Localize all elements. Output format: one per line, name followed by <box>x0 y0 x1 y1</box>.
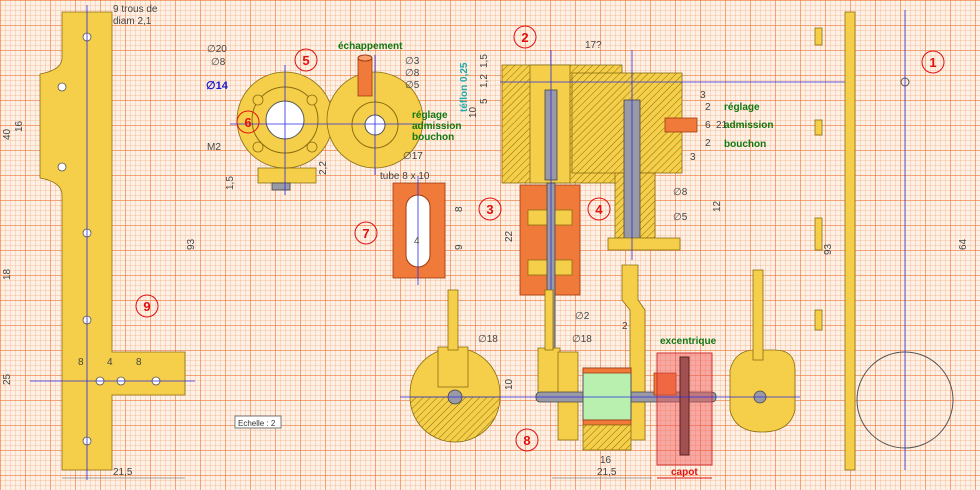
part-number: 8 <box>523 433 530 448</box>
dim: 25 <box>2 373 13 385</box>
dim: 2,2 <box>318 161 329 175</box>
dim: 8 <box>454 206 465 212</box>
note-cover: capot <box>671 467 698 478</box>
note-plug: bouchon <box>724 139 766 150</box>
dim: 2 <box>705 138 711 149</box>
part-number: 1 <box>929 55 936 70</box>
dim: 2 <box>622 321 628 332</box>
part-1-frame: 1 93 64 <box>814 10 969 471</box>
note-intake: admission <box>412 121 461 132</box>
dim: 1,5 <box>479 54 490 68</box>
dim: 21 <box>716 120 728 131</box>
dim: 2 <box>705 102 711 113</box>
part-5-6-disks: 5 6 ∅20 ∅8 ∅14 M2 1,5 2,2 échappement ∅3… <box>206 41 461 195</box>
dim: 21,5 <box>597 467 617 478</box>
dim: 16 <box>600 455 612 466</box>
dim: 22 <box>504 230 515 242</box>
note-holes: 9 trous de <box>113 4 158 15</box>
dim: 21,5 <box>113 467 133 478</box>
dim: 6 <box>705 120 711 131</box>
note-adjust: réglage <box>724 102 760 113</box>
part-9-plate: 9 9 trous de diam 2,1 40 16 18 25 93 8 4… <box>2 4 197 480</box>
note-adjust: réglage <box>412 110 448 121</box>
dim: 4 <box>414 236 420 247</box>
dim: 8 <box>136 357 142 368</box>
dim: 1,5 <box>225 176 236 190</box>
note-eccentric: excentrique <box>660 336 717 347</box>
dim: ∅5 <box>405 80 420 91</box>
note-exhaust: échappement <box>338 41 403 52</box>
dim: ∅5 <box>673 212 688 223</box>
dim: ∅18 <box>572 334 592 345</box>
dim: ∅8 <box>405 68 420 79</box>
dim: 3 <box>690 152 696 163</box>
part-number: 6 <box>244 115 251 130</box>
dim: 3 <box>700 90 706 101</box>
dim: ∅8 <box>673 187 688 198</box>
note-plug: bouchon <box>412 132 454 143</box>
note-tube: tube 8 x 10 <box>380 171 430 182</box>
dim: 93 <box>823 243 834 255</box>
part-7-tube: 7 tube 8 x 10 4 8 9 <box>354 171 465 285</box>
dim: 4 <box>107 357 113 368</box>
dim: 12 <box>712 200 723 212</box>
dim: 93 <box>186 238 197 250</box>
dim: ∅3 <box>405 56 420 67</box>
dim: ∅14 <box>206 80 229 92</box>
scale-box <box>234 415 282 429</box>
dim: 10 <box>468 106 479 118</box>
dim: 1,2 <box>479 74 490 88</box>
part-8-crank-assembly: 8 ∅18 ∅18 ∅2 2 10 excentrique 16 21,5 ca… <box>400 269 800 479</box>
dim: 16 <box>14 120 25 132</box>
note-holes-diam: diam 2,1 <box>113 16 152 27</box>
part-number: 5 <box>302 53 309 68</box>
dim: ∅17 <box>403 151 423 162</box>
dim: ∅8 <box>211 57 226 68</box>
note-intake: admission <box>724 120 773 131</box>
dim: 18 <box>2 268 13 280</box>
dim: 8 <box>78 357 84 368</box>
dim: 40 <box>2 128 13 140</box>
dim: ∅20 <box>207 44 227 55</box>
part-number: 9 <box>143 299 150 314</box>
part-number: 4 <box>595 202 603 217</box>
cylinder-assembly: 2 3 4 téflon 0,25 1,5 1,2 5 10 17? 3 2 6… <box>459 25 845 441</box>
note-teflon: téflon 0,25 <box>459 62 470 112</box>
part-number: 7 <box>362 226 369 241</box>
scale-label: Echelle : 2 <box>238 419 276 428</box>
dim: ∅2 <box>575 311 590 322</box>
dim: 5 <box>479 98 490 104</box>
dim: 17? <box>585 40 602 51</box>
dim: 64 <box>958 238 969 250</box>
part-number: 3 <box>486 202 493 217</box>
part-number: 2 <box>521 30 528 45</box>
dim: M2 <box>207 142 221 153</box>
dim: ∅18 <box>478 334 498 345</box>
dim: 10 <box>504 378 515 390</box>
dim: 9 <box>454 244 465 250</box>
